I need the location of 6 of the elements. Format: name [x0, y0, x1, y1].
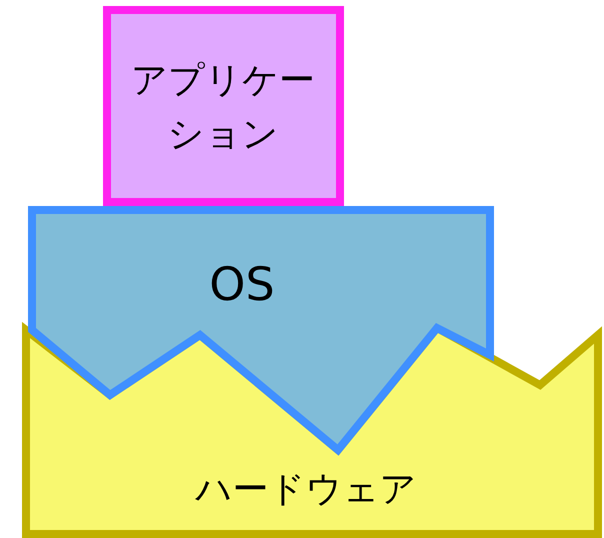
- hardware-shape: [21, 323, 604, 538]
- application-label: アプリケーション: [130, 59, 316, 157]
- application-box: [103, 6, 344, 206]
- os-label: OS: [208, 256, 276, 313]
- hardware-label: ハードウェア: [194, 468, 418, 512]
- os-shape: [27, 205, 495, 456]
